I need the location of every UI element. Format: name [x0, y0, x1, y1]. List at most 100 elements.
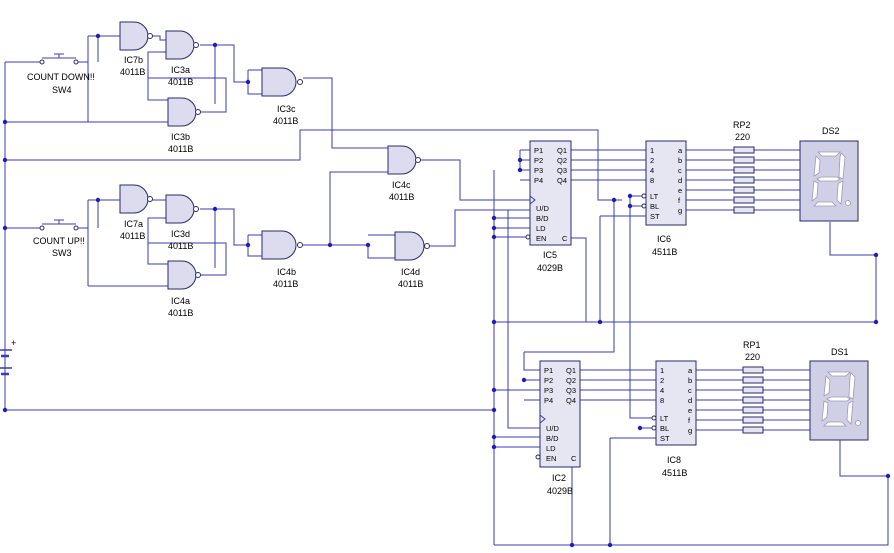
pin-label: c: [678, 166, 682, 175]
pin-label: ST: [660, 434, 670, 443]
pin-label: 4: [650, 166, 654, 175]
pin-label: e: [678, 186, 682, 195]
switch-sw4-label: COUNT DOWN!!: [27, 72, 95, 82]
counter-ic5-part: 4029B: [537, 263, 563, 273]
pin-label: Q1: [566, 366, 576, 375]
pin-label: d: [678, 176, 682, 185]
gate-ic3c-part: 4011B: [273, 116, 298, 126]
pin-label: LT: [660, 414, 669, 423]
display-ds1-ref: DS1: [831, 347, 849, 357]
switch-sw3-ref: SW3: [52, 248, 72, 258]
resistor-array-rp2: RP2 220: [733, 120, 755, 214]
pin-label: P4: [534, 176, 543, 185]
gate-ic3a-ref: IC3a: [171, 65, 190, 75]
pin-label: Q4: [566, 396, 576, 405]
resistor-array-rp1: RP1 220: [742, 340, 764, 434]
pin-label: a: [678, 146, 683, 155]
pin-label: C: [562, 234, 568, 243]
gate-ic7a-part: 4011B: [120, 231, 145, 241]
gate-ic3d: IC3d 4011B: [165, 194, 199, 251]
gate-ic4a-part: 4011B: [168, 308, 193, 318]
counter-ic2-ref: IC2: [552, 473, 566, 483]
pin-label: Q4: [557, 176, 567, 185]
gate-ic7a-ref: IC7a: [124, 219, 143, 229]
pin-label: f: [688, 416, 691, 425]
pin-label: Q3: [566, 386, 576, 395]
decoder-ic8-part: 4511B: [662, 468, 687, 478]
pin-label: LD: [536, 224, 546, 233]
pin-label: P3: [534, 166, 543, 175]
pin-label: U/D: [546, 424, 560, 433]
counter-ic5: P1 P2 P3 P4 U/D B/D LD EN Q1 Q2 Q3 Q4 C …: [525, 140, 572, 273]
pin-label: d: [688, 396, 692, 405]
gate-ic4a-ref: IC4a: [171, 296, 190, 306]
pin-label: g: [688, 426, 692, 435]
pin-label: Q1: [557, 146, 567, 155]
pin-label: LT: [650, 192, 659, 201]
pin-label: LD: [546, 444, 556, 453]
gate-ic3b: IC3b 4011B: [167, 97, 201, 154]
gate-ic4b-ref: IC4b: [277, 267, 296, 277]
switch-sw4[interactable]: COUNT DOWN!! SW4: [27, 53, 95, 95]
battery: +: [0, 338, 16, 382]
pin-label: 8: [650, 176, 654, 185]
gate-ic4d-part: 4011B: [398, 279, 423, 289]
decoder-ic8: 1 2 4 8 LT BL ST a b c d e f g IC8 4511B: [651, 360, 697, 478]
display-ds1: DS1: [809, 347, 869, 441]
pin-label: P3: [544, 386, 553, 395]
switch-sw4-ref: SW4: [52, 85, 72, 95]
pin-label: 1: [650, 146, 654, 155]
switch-sw3-label: COUNT UP!!: [33, 236, 85, 246]
decoder-ic6-part: 4511B: [652, 247, 677, 257]
pin-label: EN: [536, 234, 546, 243]
pin-label: f: [678, 196, 681, 205]
pin-label: P1: [534, 146, 543, 155]
pin-label: B/D: [536, 214, 549, 223]
gate-ic3d-part: 4011B: [168, 241, 193, 251]
gate-ic4d-ref: IC4d: [401, 267, 420, 277]
gate-ic7b-part: 4011B: [120, 67, 145, 77]
gate-ic3c-ref: IC3c: [277, 104, 296, 114]
pin-label: e: [688, 406, 692, 415]
gate-ic3b-part: 4011B: [168, 144, 193, 154]
counter-ic2-part: 4029B: [547, 486, 573, 496]
pin-label: Q2: [557, 156, 567, 165]
gate-ic4b-part: 4011B: [273, 279, 298, 289]
gate-ic3d-ref: IC3d: [171, 229, 190, 239]
counter-ic5-ref: IC5: [543, 250, 557, 260]
gate-ic4c-ref: IC4c: [392, 180, 411, 190]
gate-ic7a: IC7a 4011B: [119, 184, 153, 241]
gate-ic4c: IC4c 4011B: [387, 145, 421, 202]
decoder-ic6-ref: IC6: [657, 234, 671, 244]
pin-label: P2: [534, 156, 543, 165]
pin-label: P2: [544, 376, 553, 385]
gate-ic3b-ref: IC3b: [171, 132, 190, 142]
pin-label: Q2: [566, 376, 576, 385]
decoder-ic6: 1 2 4 8 LT BL ST a b c d e f g IC6 4511B: [641, 140, 687, 257]
pin-label: 2: [650, 156, 654, 165]
resistor-array-rp2-ref: RP2: [733, 120, 751, 130]
pin-label: EN: [546, 454, 556, 463]
gate-ic7b: IC7b 4011B: [119, 21, 153, 77]
resistor-array-rp2-value: 220: [735, 132, 750, 142]
pin-label: 4: [660, 386, 664, 395]
gate-ic7b-ref: IC7b: [124, 55, 143, 65]
resistor-array-rp1-ref: RP1: [743, 340, 761, 350]
pin-label: P1: [544, 366, 553, 375]
pin-label: C: [571, 454, 577, 463]
gate-ic4b: IC4b 4011B: [261, 230, 303, 289]
pin-label: 1: [660, 366, 664, 375]
junction-dots: [2, 33, 891, 548]
gate-ic4c-part: 4011B: [389, 192, 414, 202]
resistor-array-rp1-value: 220: [745, 352, 760, 362]
pin-label: a: [688, 366, 693, 375]
display-ds2: DS2: [799, 126, 859, 222]
gate-ic3a: IC3a 4011B: [165, 30, 199, 87]
pin-label: b: [678, 156, 682, 165]
pin-label: U/D: [536, 204, 550, 213]
switch-sw3[interactable]: COUNT UP!! SW3: [33, 219, 85, 258]
gate-ic3a-part: 4011B: [168, 77, 193, 87]
pin-label: P4: [544, 396, 553, 405]
pin-label: 2: [660, 376, 664, 385]
